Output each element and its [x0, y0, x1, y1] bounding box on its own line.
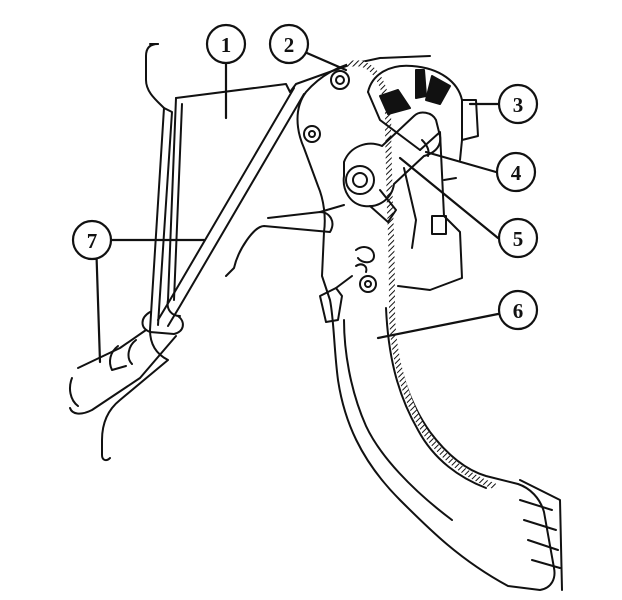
callout-4: 4 [495, 151, 537, 193]
callout-6: 6 [497, 289, 539, 331]
return-spring [347, 60, 497, 489]
callout-2: 2 [268, 23, 310, 65]
callout-5: 5 [497, 217, 539, 259]
callout-5-label: 5 [513, 227, 524, 251]
callout-6-label: 6 [513, 299, 524, 323]
switch-housing [367, 64, 479, 161]
switch-actuator-lever [342, 111, 442, 223]
callout-1-label: 1 [221, 33, 232, 57]
callout-3: 3 [497, 83, 539, 125]
pedal-clevis [319, 275, 353, 323]
callout-7-label: 7 [87, 229, 98, 253]
callout-3-label: 3 [513, 93, 524, 117]
pushrod-assembly [69, 87, 305, 415]
callout-1: 1 [205, 23, 247, 65]
switch-mounting-plate [397, 131, 463, 291]
callout-4-label: 4 [511, 161, 522, 185]
leader-lines [94, 48, 500, 364]
callout-2-label: 2 [284, 33, 295, 57]
pedal-arm [296, 61, 563, 591]
bulkhead-panel [101, 43, 173, 462]
pivot-fasteners [303, 70, 430, 293]
callout-7: 7 [71, 219, 113, 261]
callouts-group: 1 2 3 4 5 6 7 [71, 23, 539, 331]
